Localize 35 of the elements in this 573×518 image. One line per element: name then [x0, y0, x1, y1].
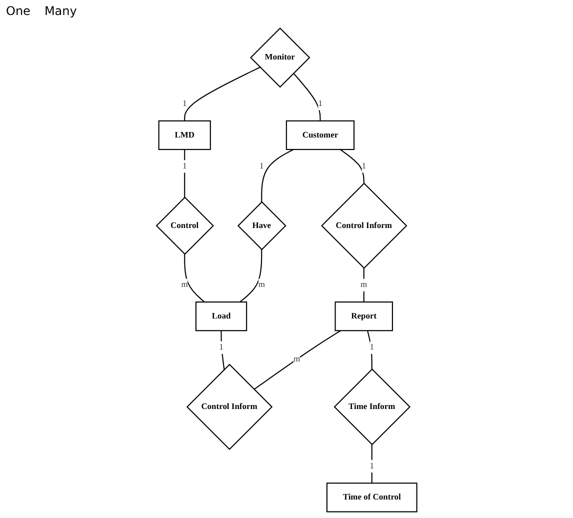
node-diamond: Have — [237, 201, 286, 250]
node-box: Customer — [286, 120, 354, 150]
node-box: Report — [334, 301, 393, 332]
edge-label: 1 — [370, 461, 374, 470]
connector — [254, 330, 341, 390]
node-box: Time of Control — [326, 482, 418, 512]
node-box: LMD — [158, 120, 211, 150]
edge-label: 1 — [318, 99, 322, 108]
connector — [366, 330, 372, 370]
connector — [239, 249, 262, 302]
node-diamond: Time Inform — [334, 368, 410, 446]
connector — [260, 149, 294, 202]
node-box: Load — [195, 301, 247, 332]
connector — [184, 149, 185, 198]
annotation-text: Many — [44, 4, 77, 18]
node-diamond: Monitor — [250, 28, 310, 88]
edge-label: 1 — [370, 342, 374, 352]
connector — [340, 149, 364, 184]
node-diamond: Control Inform — [320, 182, 408, 269]
edge-label: m — [360, 280, 367, 290]
edge-label: 1 — [362, 162, 366, 171]
edge-label: 1 — [182, 162, 187, 171]
edge-label: m — [181, 280, 188, 290]
connector — [292, 72, 321, 121]
edge-label: 1 — [259, 162, 264, 171]
node-diamond: Control — [156, 196, 214, 255]
edge-label: 1 — [218, 342, 224, 352]
node-diamond: Control Inform — [186, 364, 272, 450]
connector — [184, 66, 260, 121]
edge-label: m — [293, 354, 300, 364]
connector — [363, 268, 364, 302]
connector — [184, 254, 205, 302]
edge-label: 1 — [182, 99, 187, 108]
annotation-text: One — [6, 4, 30, 18]
edge-label: m — [258, 280, 265, 290]
